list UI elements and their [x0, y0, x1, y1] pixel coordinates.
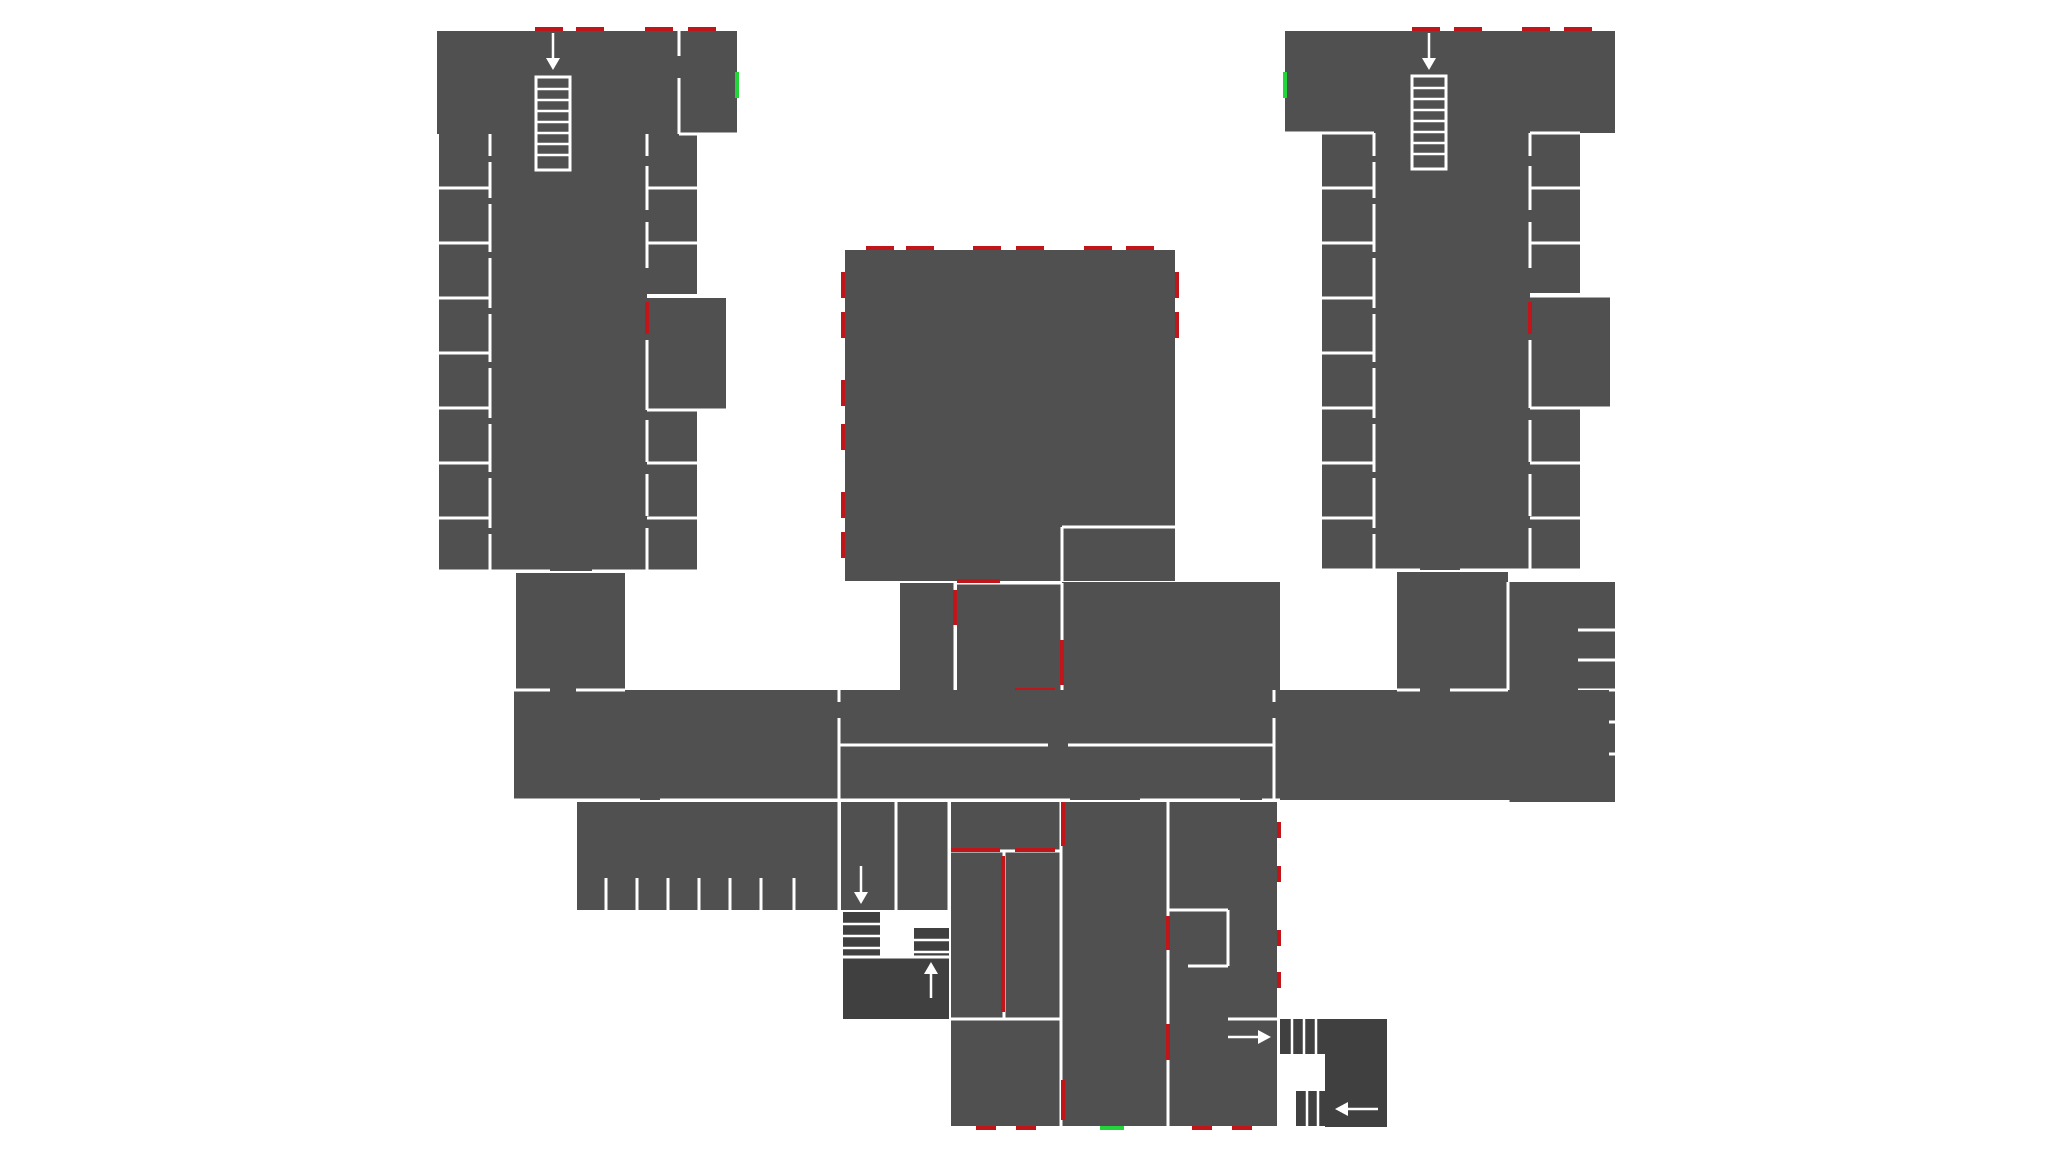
- left-wing-east-rooms-upper: [647, 134, 697, 294]
- middle-section: [900, 579, 1280, 692]
- southwest-lockers-room: [577, 802, 839, 910]
- southeast-right-arrow-icon: [1228, 1030, 1271, 1044]
- main-corridor: [514, 688, 1609, 802]
- stairwell-left-stairs-icon: [843, 912, 880, 957]
- central-large-hall: [845, 250, 1175, 581]
- left-wing-top-hall: [437, 31, 737, 134]
- stairwell-up-arrow-icon: [924, 962, 938, 998]
- left-wing-east-rooms-lower: [647, 410, 697, 571]
- southeast-stair-landing: [1325, 1019, 1387, 1127]
- right-wing-top-hall: [1285, 31, 1615, 133]
- left-wing-corridor: [490, 134, 647, 571]
- southwest-block: [577, 802, 951, 910]
- stairwell-left-hall: [841, 802, 895, 910]
- right-wing-east-large-room: [1530, 296, 1610, 408]
- right-wing-stairs-icon: [1410, 74, 1448, 171]
- right-wing-corridor: [1374, 133, 1530, 570]
- left-wing-stairs-icon: [534, 75, 572, 172]
- southeast-left-arrow-icon: [1335, 1102, 1378, 1116]
- central-hall: [841, 246, 1179, 581]
- south-central-corridor: [1061, 802, 1167, 1126]
- southeast-upper-stairs-icon: [1280, 1019, 1325, 1054]
- south-east-wing: [1169, 802, 1277, 1126]
- stairwell-down-arrow-icon: [854, 866, 868, 904]
- middle-right-room: [1062, 582, 1280, 690]
- left-wing: [437, 27, 739, 691]
- south-narrow-room-1: [951, 852, 1003, 1018]
- south-center-block: [951, 802, 1281, 1130]
- right-wing-down-arrow-icon: [1422, 33, 1436, 70]
- right-wing-lower-room: [1397, 572, 1508, 690]
- southeast-stairwell: [1228, 1019, 1387, 1127]
- middle-left-room: [900, 583, 955, 690]
- left-wing-east-large-room: [647, 298, 726, 410]
- southeast-lower-stairs-icon: [1296, 1091, 1325, 1126]
- main-corridor-floor: [514, 690, 1609, 800]
- stairwell-right-stairs-icon: [914, 928, 949, 957]
- stairwell-right-hall: [897, 802, 949, 910]
- left-wing-lower-room: [516, 573, 625, 691]
- south-small-room: [951, 802, 1061, 850]
- left-wing-down-arrow-icon: [546, 33, 560, 70]
- south-narrow-room-2: [1005, 852, 1061, 1018]
- middle-classroom: [957, 583, 1062, 690]
- right-wing-east-rooms-lower: [1530, 408, 1580, 570]
- south-bottom-room: [951, 1020, 1061, 1126]
- right-wing-east-rooms-upper: [1530, 133, 1580, 293]
- central-stairwell: [843, 866, 949, 1019]
- right-wing: [1283, 27, 1615, 802]
